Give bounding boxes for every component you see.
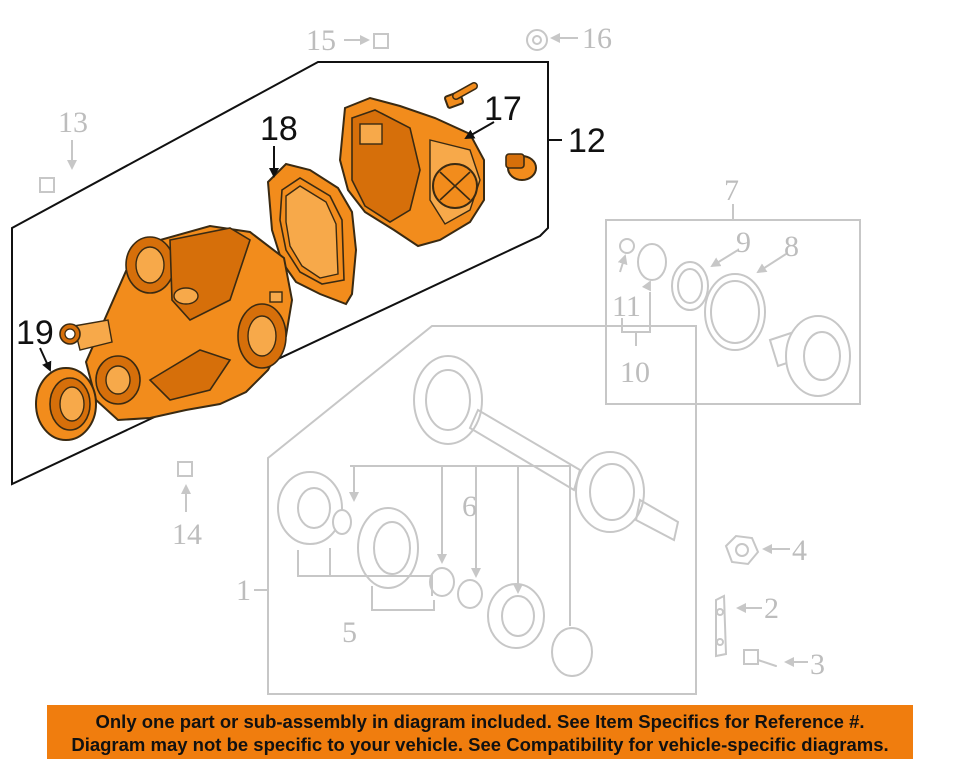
callout-10: 10 (620, 356, 650, 389)
callout-17: 17 (484, 90, 522, 128)
fill-plug (505, 153, 537, 181)
differential-housing (59, 224, 294, 422)
callout-19: 19 (16, 314, 54, 352)
faded-flange-kit-box (605, 204, 861, 405)
faded-bolt-15 (344, 10, 434, 49)
leader-19 (39, 347, 52, 372)
callout-3: 3 (810, 648, 825, 681)
callout-11: 11 (612, 290, 641, 323)
faded-nut-4 (724, 534, 790, 566)
callout-7: 7 (724, 174, 739, 207)
faded-nut-16 (526, 29, 578, 51)
leader-17 (464, 121, 495, 139)
disclaimer-banner: Only one part or sub-assembly in diagram… (47, 705, 913, 759)
cover-gasket (266, 162, 358, 306)
callout-18: 18 (260, 110, 298, 148)
disclaimer-line-2: Diagram may not be specific to your vehi… (71, 734, 889, 755)
callout-2: 2 (764, 592, 779, 625)
callout-5: 5 (342, 616, 357, 649)
faded-axle-shaft-box (254, 325, 697, 695)
cover-bolt (443, 82, 478, 109)
differential-cover (338, 96, 485, 248)
callout-13: 13 (58, 106, 88, 139)
callout-14: 14 (172, 518, 202, 551)
callout-9: 9 (736, 226, 751, 259)
faded-bracket-2 (715, 594, 762, 658)
axle-seal (35, 367, 97, 441)
callout-12: 12 (568, 122, 606, 160)
callout-8: 8 (784, 230, 799, 263)
callout-6: 6 (462, 490, 477, 523)
faded-bolt-14 (177, 438, 238, 512)
faded-bolt-13 (39, 140, 102, 193)
faded-bolt-3 (743, 649, 808, 667)
callout-15: 15 (306, 24, 336, 57)
differential-assembly-frame (11, 61, 562, 486)
callout-1: 1 (236, 574, 251, 607)
disclaimer-line-1: Only one part or sub-assembly in diagram… (95, 711, 865, 732)
callout-16: 16 (582, 22, 612, 55)
callout-4: 4 (792, 534, 807, 567)
